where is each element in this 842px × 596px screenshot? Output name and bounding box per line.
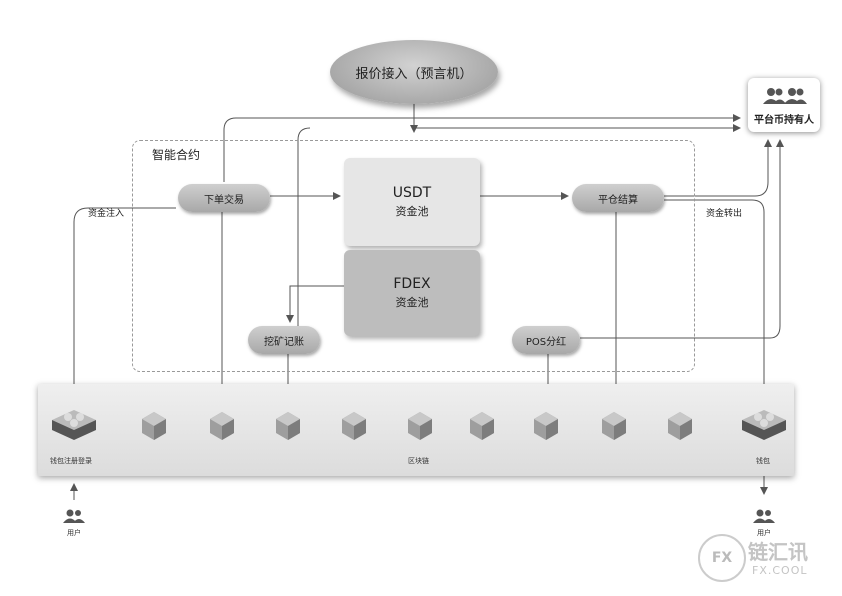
fdex-pool: FDEX 资金池 (344, 250, 480, 336)
token-holders-label: 平台币持有人 (754, 115, 814, 126)
fund-out-label: 资金转出 (706, 209, 743, 219)
user-icon (753, 509, 775, 523)
user-left: 用户 (59, 508, 89, 538)
wallet-register-icon (52, 410, 96, 440)
place-order-node: 下单交易 (178, 184, 270, 212)
watermark-logo: FX (698, 534, 746, 582)
fdex-pool-sub: 资金池 (395, 296, 429, 309)
usdt-pool: USDT 资金池 (344, 158, 480, 246)
pos-node: POS分红 (512, 326, 580, 354)
close-settle-label: 平仓结算 (598, 194, 638, 206)
user-icon (63, 509, 85, 523)
mining-node: 挖矿记账 (248, 326, 320, 354)
mining-label: 挖矿记账 (264, 336, 304, 348)
wallet-register-label: 钱包注册登录 (50, 457, 92, 465)
oracle-label: 报价接入（预言机） (355, 66, 473, 82)
pos-label: POS分红 (525, 336, 567, 348)
users-icon (763, 88, 807, 104)
wallet-label: 钱包 (756, 457, 770, 465)
watermark-brand: 链汇讯 (748, 540, 808, 564)
usdt-pool-name: USDT (392, 185, 432, 201)
user-right-label: 用户 (757, 529, 771, 537)
wallet-icon (742, 410, 786, 440)
fund-in-label: 资金注入 (88, 209, 125, 219)
user-right: 用户 (749, 508, 779, 538)
user-left-label: 用户 (67, 529, 81, 537)
usdt-pool-sub: 资金池 (395, 205, 429, 218)
oracle-node: 报价接入（预言机） (330, 40, 498, 104)
blockchain-label: 区块链 (408, 457, 429, 465)
smart-contract-label: 智能合约 (152, 148, 201, 162)
smart-contract-region (132, 140, 695, 372)
watermark-domain: FX.COOL (752, 564, 808, 577)
close-settle-node: 平仓结算 (572, 184, 664, 212)
fdex-pool-name: FDEX (393, 276, 431, 292)
watermark-logo-text: FX (711, 550, 733, 566)
place-order-label: 下单交易 (204, 194, 244, 206)
token-holders-box: 平台币持有人 (748, 78, 820, 132)
